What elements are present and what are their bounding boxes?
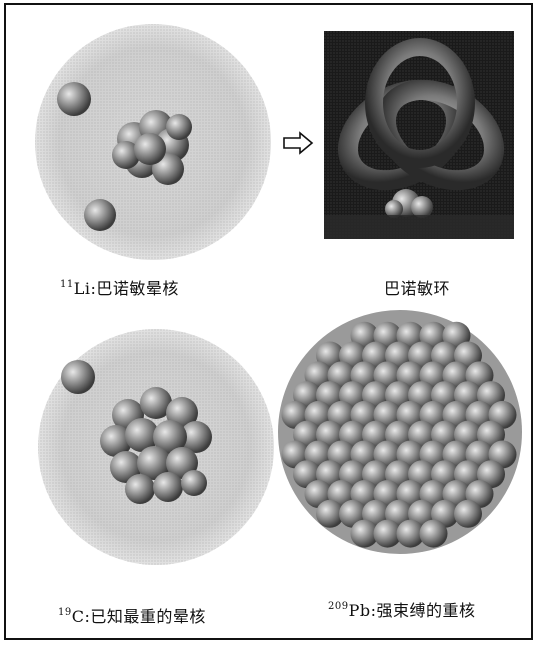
panel-c19: [28, 317, 284, 575]
caption-li11: 11Li:巴诺敏晕核: [60, 275, 179, 299]
caption-ring: 巴诺敏环: [384, 275, 450, 299]
borromean-ring-illustration: [324, 31, 514, 239]
figure-frame: 11Li:巴诺敏晕核 巴诺敏环: [4, 3, 533, 640]
caption-pb209-mass-number: 209: [328, 601, 349, 612]
caption-pb209-text: Pb:强束缚的重核: [349, 601, 476, 620]
c19-halo-nucleus-illustration: [28, 317, 284, 575]
nucleon-sphere: [454, 500, 482, 528]
caption-li11-text: Li:巴诺敏晕核: [74, 279, 179, 298]
caption-c19-text: C:已知最重的晕核: [72, 607, 206, 626]
panel-ring: [324, 31, 514, 239]
li11-halo-nucleus-illustration: [22, 23, 284, 261]
panel-li11: [22, 23, 284, 261]
caption-li11-mass-number: 11: [60, 279, 74, 290]
arrow-panel: [282, 131, 314, 155]
caption-c19-mass-number: 19: [58, 607, 72, 618]
pb209-heavy-nucleus-illustration: [274, 305, 526, 559]
caption-pb209: 209Pb:强束缚的重核: [328, 597, 476, 621]
right-arrow-icon: [282, 131, 314, 155]
caption-c19: 19C:已知最重的晕核: [58, 603, 206, 627]
panel-pb209: [274, 305, 526, 559]
nucleon-sphere: [420, 520, 448, 548]
caption-ring-text: 巴诺敏环: [384, 279, 450, 298]
